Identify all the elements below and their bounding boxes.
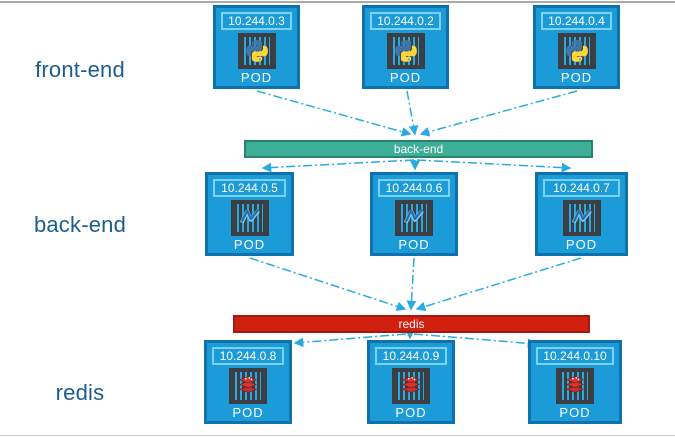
python-icon bbox=[386, 33, 425, 69]
pod-name-label: POD bbox=[560, 70, 593, 85]
redis-icon bbox=[229, 368, 267, 404]
pod-ip-label: 10.244.0.9 bbox=[375, 347, 447, 365]
python-logo bbox=[245, 40, 268, 62]
pod-ip-label: 10.244.0.6 bbox=[378, 179, 450, 197]
webservice-logo bbox=[571, 209, 592, 224]
tier-label-frontend: front-end bbox=[35, 57, 125, 82]
pod-ip-label: 10.244.0.4 bbox=[541, 12, 612, 30]
flow-arrow bbox=[406, 90, 419, 136]
pod-ip-label: 10.244.0.7 bbox=[543, 179, 620, 197]
pod-redis-3: 10.244.0.10 POD bbox=[528, 340, 622, 424]
python-logo bbox=[565, 40, 588, 62]
pod-frontend-2: 10.244.0.2 POD bbox=[362, 5, 449, 89]
webservice-icon bbox=[562, 200, 601, 236]
pod-ip-label: 10.244.0.2 bbox=[370, 12, 441, 30]
pod-backend-1: 10.244.0.5 POD bbox=[205, 172, 294, 256]
service-bar-backend: back-end bbox=[244, 140, 593, 158]
pod-redis-1: 10.244.0.8 POD bbox=[204, 340, 292, 424]
pod-name-label: POD bbox=[389, 70, 422, 85]
pod-backend-2: 10.244.0.6 POD bbox=[370, 172, 458, 256]
redis-logo bbox=[401, 376, 421, 393]
redis-logo bbox=[238, 376, 258, 393]
flow-arrow bbox=[406, 257, 417, 311]
pod-name-label: POD bbox=[233, 237, 266, 252]
pod-name-label: POD bbox=[565, 237, 598, 252]
flow-arrow bbox=[419, 90, 578, 137]
pod-redis-2: 10.244.0.9 POD bbox=[367, 340, 455, 424]
bottom-border-line bbox=[0, 435, 675, 436]
tier-label-redis: redis bbox=[55, 380, 105, 405]
pod-frontend-3: 10.244.0.4 POD bbox=[533, 5, 620, 89]
webservice-logo bbox=[239, 209, 260, 224]
flow-arrow bbox=[249, 257, 407, 312]
pod-name-label: POD bbox=[395, 405, 427, 420]
pod-name-label: POD bbox=[240, 70, 273, 85]
redis-icon bbox=[556, 368, 594, 404]
service-bar-backend-label: back-end bbox=[393, 142, 444, 156]
pod-frontend-1: 10.244.0.3 POD bbox=[213, 5, 300, 89]
webservice-icon bbox=[395, 200, 433, 236]
pod-name-label: POD bbox=[559, 405, 591, 420]
top-border-line bbox=[0, 1, 675, 3]
webservice-icon bbox=[230, 200, 269, 236]
tier-label-backend: back-end bbox=[33, 212, 127, 237]
flow-arrow bbox=[256, 90, 412, 137]
flow-arrow bbox=[416, 159, 572, 173]
pod-ip-label: 10.244.0.3 bbox=[221, 12, 292, 30]
service-bar-redis: redis bbox=[233, 315, 590, 333]
flow-arrow bbox=[261, 159, 415, 173]
python-icon bbox=[237, 33, 276, 69]
webservice-logo bbox=[403, 209, 424, 224]
pod-name-label: POD bbox=[232, 405, 264, 420]
pod-ip-label: 10.244.0.10 bbox=[536, 347, 614, 365]
pod-ip-label: 10.244.0.5 bbox=[213, 179, 286, 197]
flow-arrow bbox=[415, 257, 582, 312]
service-bar-redis-label: redis bbox=[398, 317, 425, 331]
redis-icon bbox=[392, 368, 430, 404]
pod-ip-label: 10.244.0.8 bbox=[212, 347, 284, 365]
python-icon bbox=[557, 33, 596, 69]
python-logo bbox=[394, 40, 417, 62]
pod-backend-3: 10.244.0.7 POD bbox=[535, 172, 628, 256]
redis-logo bbox=[565, 376, 585, 393]
pod-name-label: POD bbox=[398, 237, 430, 252]
